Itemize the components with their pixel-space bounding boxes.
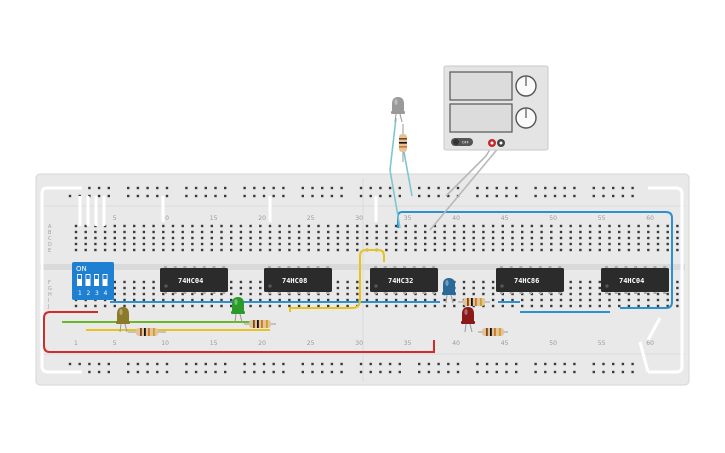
column-label-top: 30: [355, 215, 363, 222]
column-label-bottom: 20: [258, 340, 266, 347]
gray-led[interactable]: [391, 97, 405, 123]
row-label: E: [48, 248, 51, 254]
dip-position-label: 2: [87, 290, 91, 297]
ic-chip[interactable]: 74HC32: [370, 266, 438, 294]
row-label: F: [48, 280, 51, 286]
resistor[interactable]: [458, 298, 490, 306]
column-label-top: 10: [161, 215, 169, 222]
column-label-top: 45: [501, 215, 509, 222]
green-led[interactable]: [231, 297, 245, 323]
ic-chips: 74HC04 74HC08 74HC32 74HC86 74HC04: [160, 266, 669, 294]
power-supply[interactable]: OFF: [443, 65, 549, 151]
red-wire: [43, 311, 435, 353]
dip-lever[interactable]: [85, 274, 91, 286]
column-label-top: 5: [113, 215, 117, 222]
column-label-top: 15: [210, 215, 218, 222]
column-label-bottom: 10: [161, 340, 169, 347]
row-label: H: [48, 292, 52, 298]
blue-wires: [110, 211, 673, 313]
column-label-top: 20: [258, 215, 266, 222]
column-label-bottom: 5: [113, 340, 117, 347]
column-label-bottom: 45: [501, 340, 509, 347]
power-switch-label: OFF: [462, 141, 469, 145]
column-label-bottom: 15: [210, 340, 218, 347]
rail-brackets: [40, 186, 684, 374]
column-label-bottom: 30: [355, 340, 363, 347]
dip-switch-on-label: ON: [76, 265, 87, 273]
column-label-bottom: 1: [74, 340, 78, 347]
resistor[interactable]: [478, 328, 508, 336]
column-label-bottom: 25: [307, 340, 315, 347]
column-label-top: 25: [307, 215, 315, 222]
ic-chip-label: 74HC86: [514, 277, 539, 285]
column-label-top: 40: [452, 215, 460, 222]
dip-lever[interactable]: [94, 274, 99, 286]
red-led[interactable]: [461, 307, 475, 333]
dip-position-label: 1: [78, 290, 82, 297]
row-label: I: [48, 298, 49, 304]
row-label: J: [47, 304, 49, 310]
leds[interactable]: [116, 97, 475, 333]
ic-chip-label: 74HC04: [178, 277, 203, 285]
column-label-top: 55: [598, 215, 606, 222]
row-label: G: [48, 286, 52, 292]
column-label-top: 60: [646, 215, 654, 222]
resistor[interactable]: [399, 124, 407, 162]
blue-led[interactable]: [442, 278, 456, 304]
olive-led[interactable]: [116, 307, 130, 333]
row-label: C: [48, 236, 52, 242]
resistor[interactable]: [128, 328, 166, 336]
dip-position-label: 3: [95, 290, 99, 297]
row-label: A: [48, 224, 52, 230]
column-label-bottom: 60: [646, 340, 654, 347]
column-label-bottom: 35: [404, 340, 412, 347]
resistor[interactable]: [244, 320, 276, 328]
column-label-bottom: 40: [452, 340, 460, 347]
column-label-top: 50: [549, 215, 557, 222]
column-label-bottom: 55: [598, 340, 606, 347]
ic-chip[interactable]: 74HC04: [601, 266, 669, 294]
current-display: [449, 103, 513, 133]
column-label-bottom: 50: [549, 340, 557, 347]
dip-lever[interactable]: [77, 274, 82, 286]
row-label: D: [48, 242, 52, 248]
dip-position-label: 4: [104, 290, 108, 297]
ic-chip-label: 74HC32: [388, 277, 413, 285]
ic-chip-label: 74HC08: [282, 277, 307, 285]
column-label-top: 35: [404, 215, 412, 222]
dip-lever[interactable]: [102, 274, 108, 286]
ic-chip[interactable]: 74HC08: [264, 266, 332, 294]
yellow-wires: [86, 249, 385, 331]
resistors: [128, 124, 508, 336]
ic-chip[interactable]: 74HC86: [496, 266, 564, 294]
ic-chip[interactable]: 74HC04: [160, 266, 228, 294]
voltage-display: [449, 71, 513, 101]
ic-chip-label: 74HC04: [619, 277, 644, 285]
row-label: B: [48, 230, 52, 236]
teal-wires: [389, 117, 413, 229]
